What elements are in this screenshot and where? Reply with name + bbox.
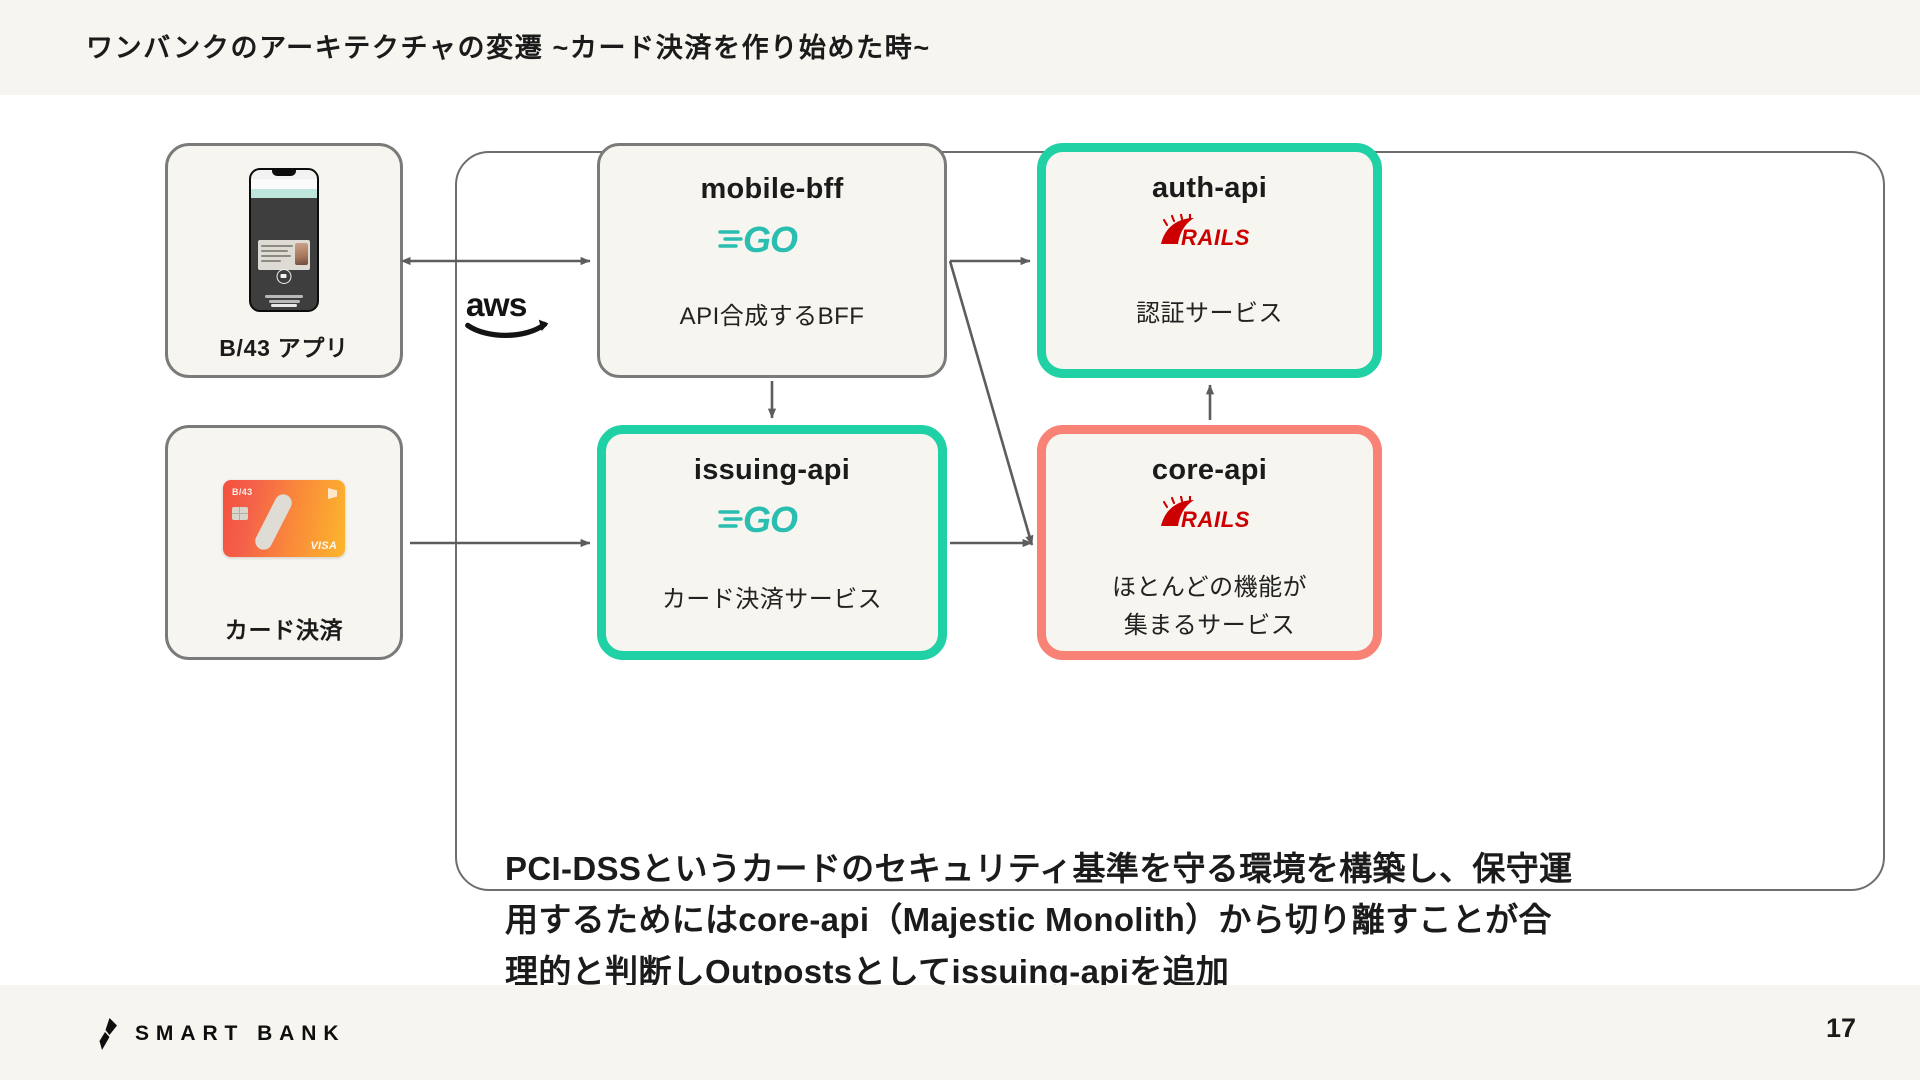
rails-logo-icon: RAILS: [1158, 495, 1262, 541]
phone-mockup-icon: [249, 168, 319, 312]
page-title: ワンバンクのアーキテクチャの変遷 ~カード決済を作り始めた時~: [86, 33, 931, 63]
smartbank-mark-icon: [99, 1018, 117, 1050]
phone-notch: [272, 170, 296, 176]
caption-line-3: 理的と判断しOutpostsとしてissuing-apiを追加: [505, 952, 1230, 990]
caption-line-2: 用するためにはcore-api（Majestic Monolith）から切り離す…: [505, 901, 1552, 939]
page-number: 17: [1825, 1013, 1856, 1043]
slide-body: aws: [0, 95, 1920, 990]
contactless-icon: [328, 488, 337, 499]
phone-home-indicator: [271, 304, 297, 307]
svg-text:GO: GO: [743, 219, 798, 260]
phone-camera-view: [251, 198, 317, 310]
service-desc-core-api-line2: 集まるサービス: [1123, 612, 1296, 639]
service-node-core-api[interactable]: core-api RAILS ほとんどの機能が 集まるサービス: [1037, 425, 1382, 660]
card-network-label: VISA: [310, 540, 337, 552]
card-chip-icon: [232, 507, 248, 520]
aws-logo-icon: aws: [462, 280, 558, 342]
slide-footer-bar: SMART BANK 17: [0, 985, 1920, 1080]
rails-logo-icon: RAILS: [1158, 213, 1262, 259]
service-title-auth-api: auth-api: [1151, 172, 1268, 204]
phone-hint-text: [259, 295, 309, 303]
source-node-card-payment[interactable]: B/43 VISA カード決済: [165, 425, 403, 660]
slide-caption: PCI-DSSというカードのセキュリティ基準を守る環境を構築し、保守運 用するた…: [505, 843, 1845, 997]
card-slash-mark: [252, 491, 295, 553]
go-logo-icon: GO: [718, 218, 826, 265]
service-node-auth-api[interactable]: auth-api RAILS 認証サービス: [1037, 143, 1382, 378]
service-title-mobile-bff: mobile-bff: [700, 173, 844, 205]
card-brand-label: B/43: [232, 487, 253, 497]
source-label-b43-app: B/43 アプリ: [219, 335, 349, 361]
source-label-card-payment: カード決済: [224, 617, 344, 643]
brand-name: SMART BANK: [135, 1022, 346, 1045]
camera-shutter-icon: [276, 269, 292, 284]
service-title-issuing-api: issuing-api: [693, 454, 851, 486]
service-title-core-api: core-api: [1151, 454, 1268, 486]
phone-banner: [251, 189, 317, 198]
slide-header-bar: ワンバンクのアーキテクチャの変遷 ~カード決済を作り始めた時~: [0, 0, 1920, 95]
go-logo-icon: GO: [718, 498, 826, 545]
id-card-preview-icon: [258, 240, 310, 270]
source-node-b43-app[interactable]: B/43 アプリ: [165, 143, 403, 378]
service-node-issuing-api[interactable]: issuing-api GO カード決済サービス: [597, 425, 947, 660]
credit-card-mockup-icon: B/43 VISA: [223, 480, 345, 557]
id-photo: [295, 243, 308, 265]
service-desc-issuing-api: カード決済サービス: [661, 586, 883, 613]
svg-text:RAILS: RAILS: [1181, 507, 1250, 532]
service-desc-auth-api: 認証サービス: [1136, 300, 1283, 327]
service-desc-core-api-line1: ほとんどの機能が: [1111, 574, 1308, 601]
svg-text:GO: GO: [743, 499, 798, 540]
brand-logo: SMART BANK: [96, 1017, 345, 1051]
svg-text:aws: aws: [466, 287, 527, 324]
service-node-mobile-bff[interactable]: mobile-bff GO API合成するBFF: [597, 143, 947, 378]
caption-line-1: PCI-DSSというカードのセキュリティ基準を守る環境を構築し、保守運: [505, 850, 1573, 887]
phone-navbar: [251, 179, 317, 189]
service-desc-mobile-bff: API合成するBFF: [679, 303, 865, 330]
svg-text:RAILS: RAILS: [1181, 225, 1250, 250]
